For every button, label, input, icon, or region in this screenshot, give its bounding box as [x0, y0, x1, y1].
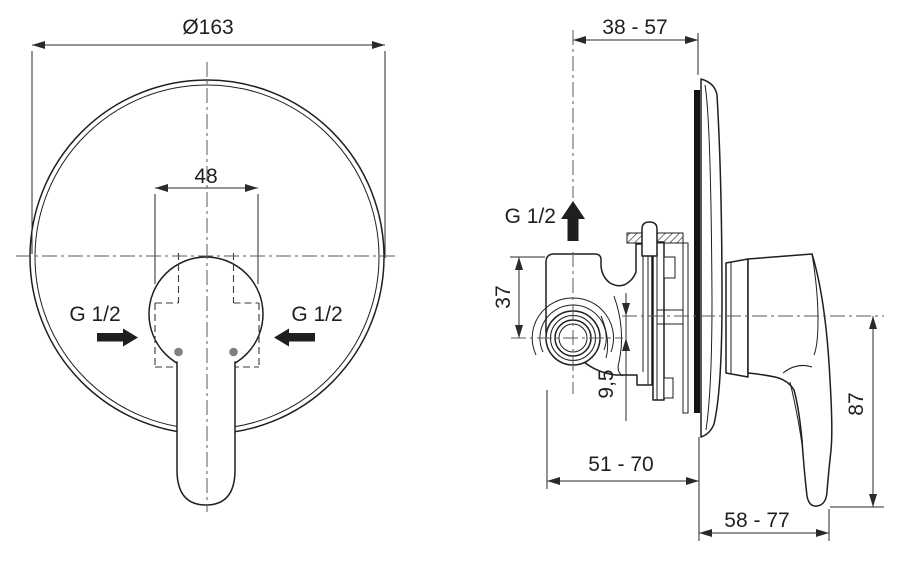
dim-arrow-left	[155, 184, 168, 192]
axis-offset-label: 9,5	[595, 369, 618, 398]
screw-hole-left	[174, 347, 183, 357]
dim-arrow-right	[245, 184, 258, 192]
dim-arrow-right	[372, 41, 385, 49]
top-outlet-label: G 1/2	[505, 205, 556, 228]
handle-side	[747, 253, 833, 507]
cartridge-sleeve	[725, 258, 749, 378]
body-detail-line	[613, 295, 624, 377]
cartridge-stem	[641, 221, 658, 257]
handle-underside-line	[782, 365, 813, 374]
wall-section	[694, 90, 700, 413]
dim-arrow-right	[685, 36, 698, 44]
dim-arrow-down	[622, 303, 630, 316]
handle-back-line	[789, 381, 804, 453]
flow-arrow-left-icon	[274, 328, 315, 347]
hidden-body-outline	[154, 253, 260, 368]
dim-wall-depth: 38 - 57	[573, 16, 699, 75]
handle-lever	[176, 361, 236, 506]
dim-arrow-down	[515, 325, 523, 338]
body-width-label: 48	[194, 165, 217, 188]
dim-arrow-left	[699, 529, 712, 537]
handle-hub-edge	[811, 253, 819, 356]
screw-hole-right	[229, 347, 238, 357]
flange-step-bottom	[663, 377, 674, 399]
flow-arrow-up-icon	[561, 201, 585, 241]
body-detail-line	[600, 315, 609, 359]
wall-depth-label: 38 - 57	[602, 16, 667, 39]
wall-handle-label: 58 - 77	[724, 509, 789, 532]
top-outlet: G 1/2	[505, 201, 585, 241]
diameter-label: Ø163	[182, 16, 233, 39]
dim-axis-offset: 9,5	[595, 293, 630, 421]
flow-arrow-right-icon	[97, 328, 138, 347]
dim-arrow-up	[869, 316, 877, 329]
dim-arrow-up	[622, 338, 630, 351]
side-view: G 1/2 38 - 57 37 9,5	[492, 16, 884, 541]
right-inlet: G 1/2	[274, 303, 343, 347]
escutcheon-inner-line	[704, 84, 713, 431]
dim-arrow-down	[869, 494, 877, 507]
handle-knob	[148, 256, 264, 372]
dim-body-wall: 51 - 70	[546, 390, 700, 541]
mounting-bracket	[682, 242, 689, 414]
dim-handle-height: 87	[830, 316, 884, 508]
dim-diameter: Ø163	[31, 16, 386, 258]
inlet-height-label: 37	[492, 285, 515, 308]
dim-arrow-left	[573, 36, 586, 44]
mounting-flange	[652, 241, 665, 401]
dim-arrow-right	[686, 477, 699, 485]
left-inlet: G 1/2	[69, 303, 138, 347]
body-wall-label: 51 - 70	[588, 453, 653, 476]
dim-arrow-right	[816, 529, 829, 537]
right-inlet-label: G 1/2	[291, 303, 342, 326]
dim-wall-handle: 58 - 77	[699, 509, 830, 541]
flange-step-top	[663, 256, 676, 279]
dim-inlet-height: 37	[492, 256, 545, 338]
handle-height-label: 87	[845, 392, 868, 415]
dim-arrow-up	[515, 257, 523, 270]
front-view: Ø163 48 G 1/2	[16, 16, 399, 512]
dim-arrow-left	[32, 41, 45, 49]
left-inlet-label: G 1/2	[69, 303, 120, 326]
dim-arrow-left	[547, 477, 560, 485]
